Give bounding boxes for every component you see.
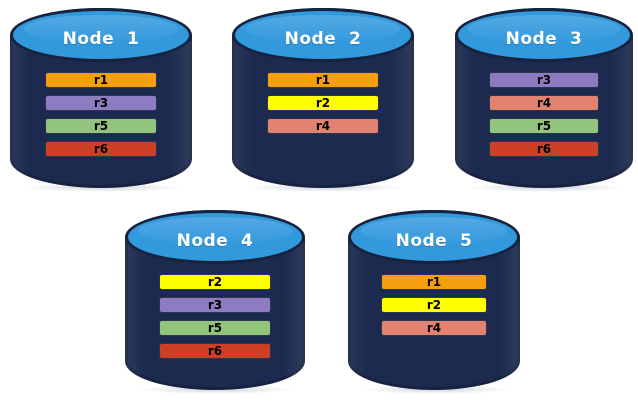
node-cylinder-3[interactable]: Node 3 r3 r4 r5 r6 [455, 8, 633, 192]
node-label: Node 3 [505, 28, 583, 49]
node-label: Node 2 [284, 28, 362, 49]
node-cylinder-5[interactable]: Node 5 r1 r2 r4 [348, 210, 520, 394]
replica-bar[interactable]: r3 [488, 71, 600, 88]
replica-bar[interactable]: r1 [380, 273, 488, 290]
replica-bar[interactable]: r4 [380, 319, 488, 336]
replica-bar[interactable]: r3 [44, 94, 158, 111]
replica-bar[interactable]: r1 [266, 71, 380, 88]
replica-bar[interactable]: r2 [266, 94, 380, 111]
replica-bar[interactable]: r6 [159, 342, 271, 359]
node-label: Node 5 [395, 230, 473, 251]
node-cylinder-1[interactable]: Node 1 r1 r3 r5 r6 [10, 8, 192, 192]
replica-list: r1 r3 r5 r6 [44, 71, 158, 157]
replica-bar[interactable]: r2 [159, 273, 271, 290]
replica-bar[interactable]: r5 [44, 117, 158, 134]
replica-bar[interactable]: r4 [266, 117, 380, 134]
replica-bar[interactable]: r2 [380, 296, 488, 313]
replica-bar[interactable]: r3 [159, 296, 271, 313]
node-label: Node 4 [176, 230, 254, 251]
replica-list: r1 r2 r4 [266, 71, 380, 134]
replica-list: r1 r2 r4 [380, 273, 488, 336]
replica-bar[interactable]: r6 [44, 140, 158, 157]
replica-bar[interactable]: r1 [44, 71, 158, 88]
replica-bar[interactable]: r5 [159, 319, 271, 336]
replica-bar[interactable]: r4 [488, 94, 600, 111]
replica-list: r3 r4 r5 r6 [488, 71, 600, 157]
node-cylinder-4[interactable]: Node 4 r2 r3 r5 r6 [125, 210, 305, 394]
replica-bar[interactable]: r6 [488, 140, 600, 157]
node-label: Node 1 [62, 28, 140, 49]
replica-bar[interactable]: r5 [488, 117, 600, 134]
node-cylinder-2[interactable]: Node 2 r1 r2 r4 [232, 8, 414, 192]
replica-list: r2 r3 r5 r6 [159, 273, 271, 359]
